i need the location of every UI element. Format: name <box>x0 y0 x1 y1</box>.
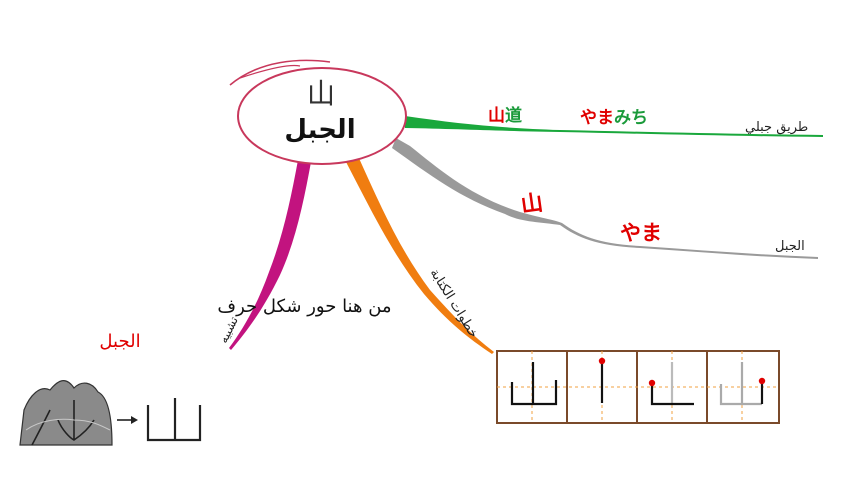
mountain-reading: やま <box>620 221 662 245</box>
center-node-scribble <box>229 59 331 86</box>
resemblance-text: من هنا حور شكل حرف <box>217 296 392 317</box>
resemblance-branch <box>229 160 311 350</box>
arrow-right-icon <box>117 416 138 424</box>
road-reading-1: やま <box>580 108 614 128</box>
road-reading: やまみち <box>580 110 648 127</box>
road-meaning: طريق جبلي <box>745 120 809 135</box>
simplified-kanji-shape <box>146 398 202 442</box>
mountain-kanji: 山 <box>519 190 545 219</box>
stroke-start-dot <box>648 379 656 387</box>
road-reading-2: みち <box>614 108 648 128</box>
resemblance-highlight: الجبل <box>99 331 141 352</box>
center-label: الجبل <box>284 115 356 145</box>
center-node <box>237 67 407 165</box>
center-node-scribble-2 <box>239 64 301 79</box>
stroke-order-grid <box>496 350 780 424</box>
stroke-cell-3 <box>719 362 764 406</box>
stroke-cell-full <box>510 362 558 406</box>
writing-branch <box>345 156 494 354</box>
stroke-start-dot <box>758 377 766 385</box>
mountain-photo-icon <box>19 380 113 446</box>
road-word-kanji-2: 道 <box>505 106 522 126</box>
mountain-branch <box>392 138 818 259</box>
road-branch <box>405 116 823 137</box>
stroke-start-dot <box>598 357 606 365</box>
center-kanji: 山 <box>306 77 335 110</box>
stroke-cell-2 <box>650 362 694 406</box>
road-word-kanji-1: 山 <box>488 106 505 126</box>
mountain-meaning: الجبل <box>775 239 805 254</box>
road-word: 山道 <box>488 108 522 125</box>
